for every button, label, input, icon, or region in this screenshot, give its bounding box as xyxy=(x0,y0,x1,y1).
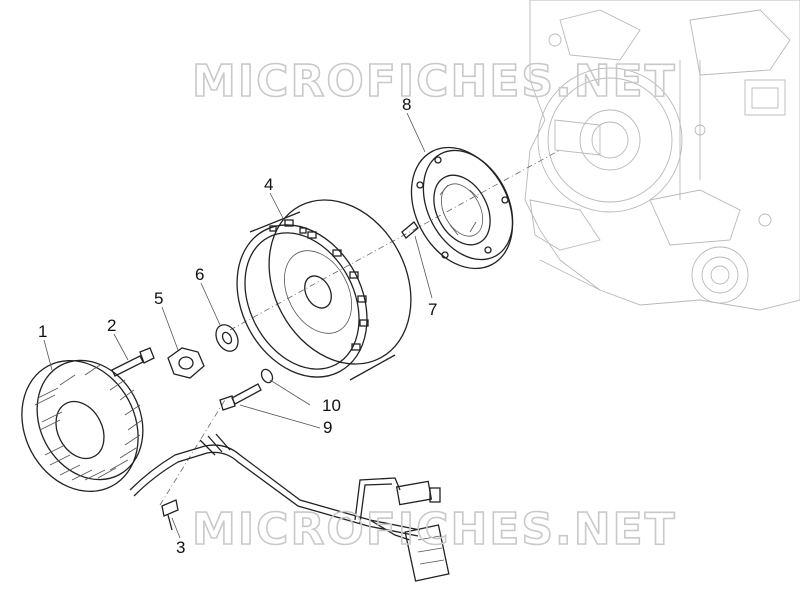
callout-1: 1 xyxy=(38,322,47,341)
callout-3: 3 xyxy=(176,538,185,557)
assembly-axis xyxy=(159,149,561,506)
part-4-flywheel-rotor xyxy=(236,199,412,381)
callout-7: 7 xyxy=(428,300,437,319)
watermark-top: MICROFICHES.NET xyxy=(192,56,677,107)
callout-10: 10 xyxy=(322,396,341,415)
part-10-spring-washer xyxy=(260,368,274,384)
part-9-bolt xyxy=(219,383,262,411)
part-6-washer xyxy=(215,324,239,352)
wiring-harness xyxy=(129,433,450,582)
engine-block-ghost xyxy=(524,0,800,311)
callout-2: 2 xyxy=(107,316,116,335)
part-5-nut xyxy=(167,347,205,379)
part-8-starter-clutch xyxy=(410,146,514,270)
callout-6: 6 xyxy=(195,265,204,284)
leader-lines xyxy=(43,112,433,539)
rotor-window-slots xyxy=(269,219,369,351)
part-2-bolt xyxy=(111,347,155,377)
callout-9: 9 xyxy=(323,418,332,437)
part-1-stator xyxy=(21,359,144,493)
callout-4: 4 xyxy=(264,175,273,194)
part-3-screw xyxy=(161,499,179,531)
part-7-key xyxy=(401,221,419,239)
callout-8: 8 xyxy=(402,95,411,114)
stator-coil-windings xyxy=(34,364,143,481)
callout-5: 5 xyxy=(154,289,163,308)
watermark-bottom: MICROFICHES.NET xyxy=(192,504,677,555)
